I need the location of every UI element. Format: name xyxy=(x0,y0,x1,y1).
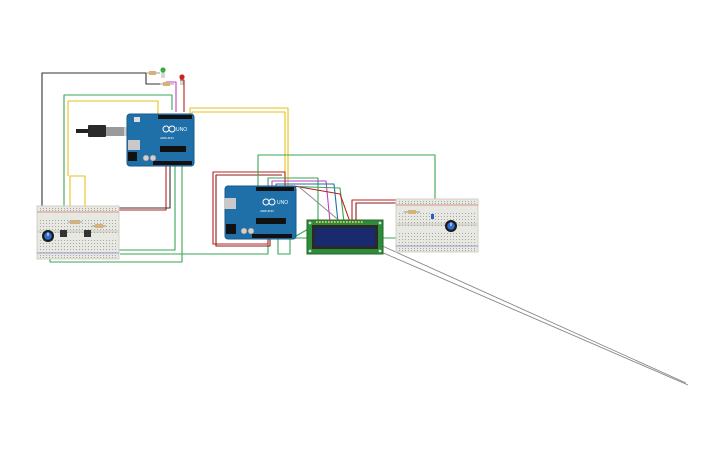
potentiometer-left[interactable] xyxy=(42,230,54,242)
resistor-top-1 xyxy=(146,71,160,75)
breadboard-left[interactable] xyxy=(36,205,120,260)
wire-red-a2[interactable] xyxy=(212,171,286,245)
wire-green-bottom[interactable] xyxy=(110,166,176,251)
arduino-logo-1 xyxy=(162,125,176,133)
arduino-uno-1[interactable]: UNO ARDUINO xyxy=(126,113,195,167)
wire-yellow-left-2[interactable] xyxy=(67,100,159,176)
wire-yellow-left[interactable] xyxy=(69,175,86,212)
lcd-pin-header xyxy=(316,221,363,223)
wire-lcd-1[interactable] xyxy=(267,177,319,222)
wire-yellow-top[interactable] xyxy=(189,107,289,186)
wire-lcd-5[interactable] xyxy=(293,185,351,223)
breadboard-right[interactable] xyxy=(395,198,479,253)
lcd-16x2[interactable] xyxy=(306,219,384,255)
arduino-uno-2[interactable]: UNO ARDUINO xyxy=(224,185,297,240)
resistor-top-2 xyxy=(160,82,174,86)
green-led[interactable] xyxy=(160,67,166,78)
arduino-logo-2 xyxy=(262,198,276,206)
wire-darkred-right[interactable] xyxy=(355,202,402,222)
resistor-right xyxy=(404,210,420,214)
breadboard-holes xyxy=(399,201,475,251)
wire-green-mid[interactable] xyxy=(120,240,269,255)
pushbutton-1[interactable] xyxy=(60,230,67,237)
board-logo-text: UNO xyxy=(277,200,288,206)
wire-gray-long-2[interactable] xyxy=(377,243,687,384)
wire-lcd-2[interactable] xyxy=(271,180,331,223)
pushbutton-2[interactable] xyxy=(84,230,91,237)
wire-black-a1[interactable] xyxy=(112,166,171,209)
wire-green-top-right[interactable] xyxy=(257,154,436,210)
wire-magenta[interactable] xyxy=(166,81,177,112)
breadboard-holes xyxy=(40,208,116,258)
board-brand-text: ARDUINO xyxy=(160,136,175,140)
wire-red-led[interactable] xyxy=(180,79,185,112)
wire-darkred-a2[interactable] xyxy=(215,174,282,247)
wire-gray-long-1[interactable] xyxy=(371,247,689,386)
red-led[interactable] xyxy=(179,74,185,85)
resistor-left-2 xyxy=(92,224,106,228)
resistor-left-1 xyxy=(68,220,82,224)
potentiometer-right[interactable] xyxy=(445,220,457,232)
led-blue xyxy=(431,214,434,219)
board-logo-text: UNO xyxy=(176,127,187,133)
wire-lcd-3[interactable] xyxy=(275,183,339,223)
wire-red-a1[interactable] xyxy=(112,166,167,211)
wire-green-left[interactable] xyxy=(63,94,173,212)
board-brand-text: ARDUINO xyxy=(260,209,275,213)
